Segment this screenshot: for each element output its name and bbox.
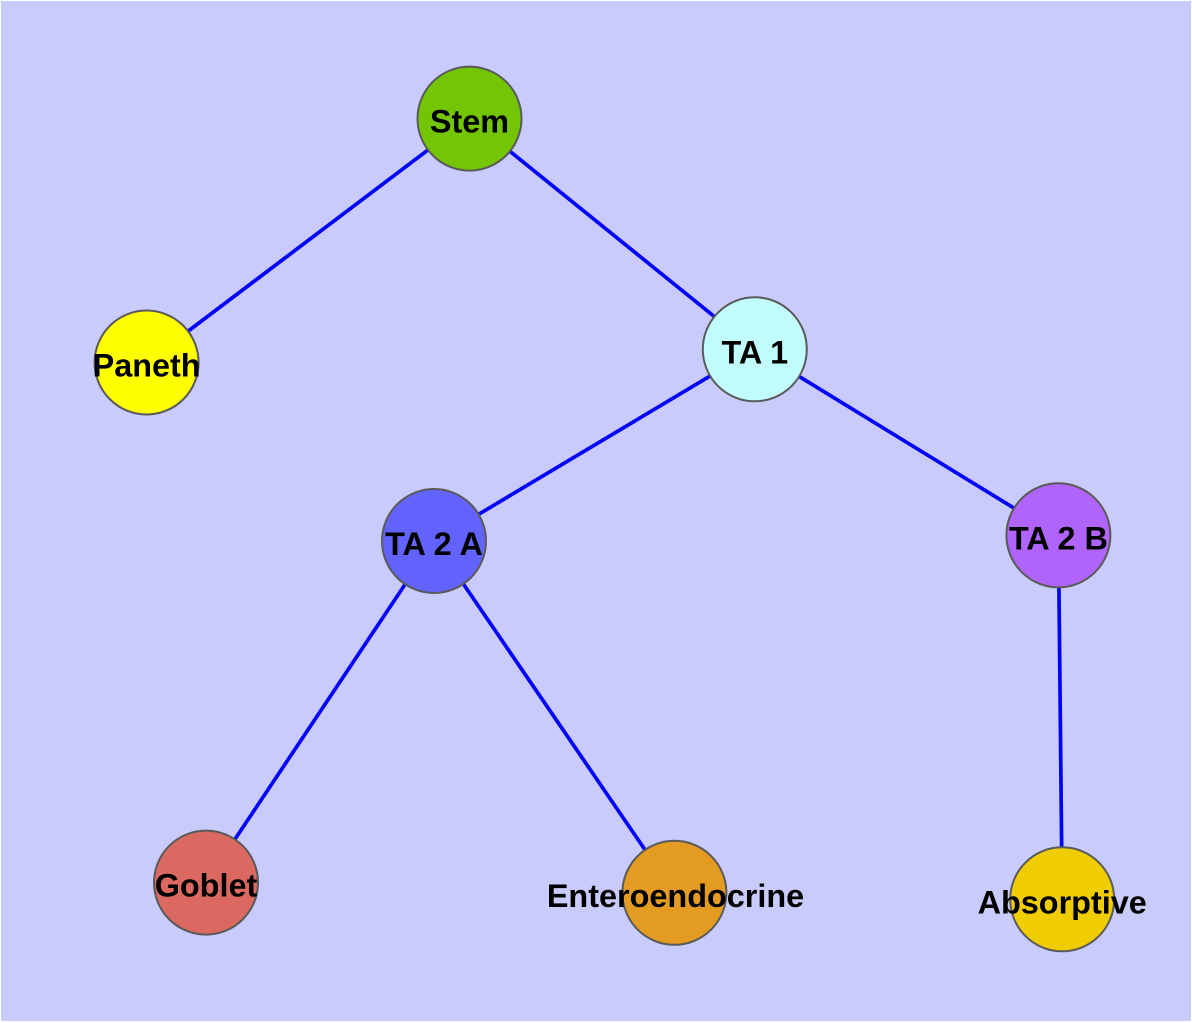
svg-text:Goblet: Goblet <box>155 868 258 904</box>
svg-text:Stem: Stem <box>430 104 509 140</box>
svg-text:TA 2 A: TA 2 A <box>385 526 483 562</box>
svg-text:Absorptive: Absorptive <box>978 884 1147 920</box>
svg-text:TA 2 B: TA 2 B <box>1009 520 1108 556</box>
svg-text:Enteroendocrine: Enteroendocrine <box>547 878 804 914</box>
svg-text:Paneth: Paneth <box>93 348 201 384</box>
svg-text:TA 1: TA 1 <box>722 334 789 370</box>
